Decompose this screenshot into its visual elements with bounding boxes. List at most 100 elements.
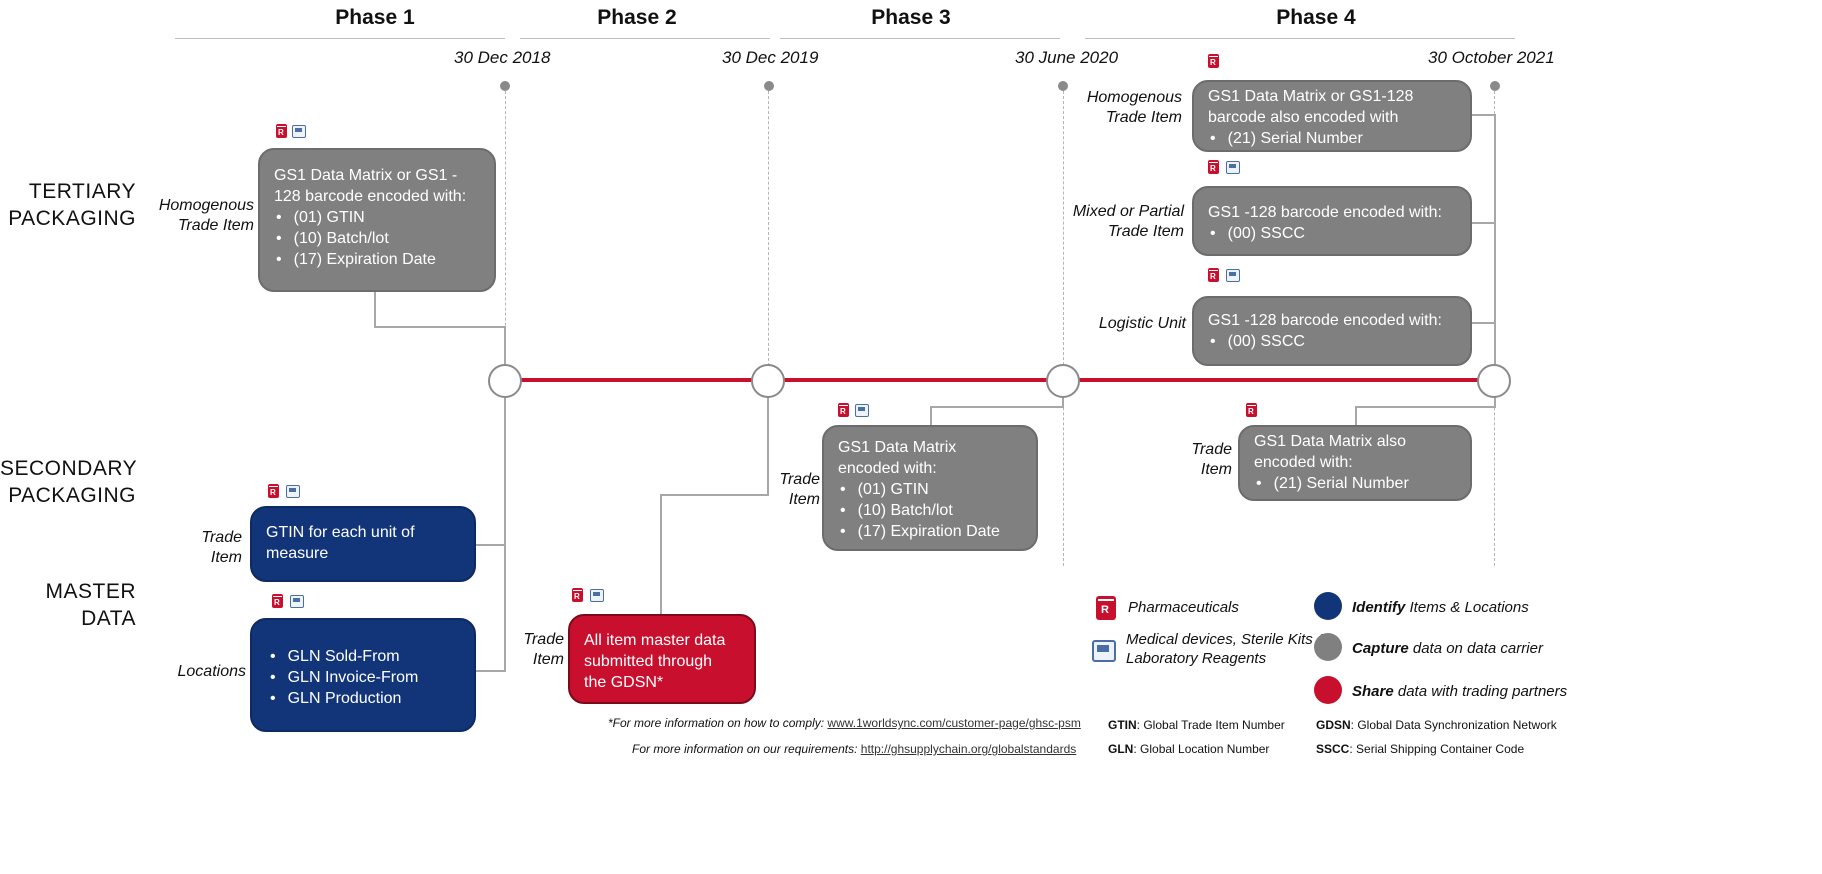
rx-pharmaceutical-icon (1208, 268, 1219, 282)
milestone-1-circle (488, 364, 522, 398)
p4-secondary-box: GS1 Data Matrix also encoded with: (21) … (1238, 425, 1472, 501)
rx-pharmaceutical-icon (572, 588, 583, 602)
rx-pharmaceutical-icon (1208, 54, 1219, 68)
milestone-4-dot (1490, 81, 1500, 91)
medical-device-icon (855, 404, 869, 417)
abbr-sep: : (1350, 718, 1358, 732)
side-label-line: Item (1200, 461, 1232, 478)
connector (660, 494, 662, 614)
box-text-line: encoded with: (838, 460, 937, 477)
connector (660, 494, 769, 496)
connector (476, 544, 506, 546)
date-phase-2: 30 Dec 2019 (722, 48, 819, 67)
phase-3-rule (780, 38, 1060, 39)
side-label-line: Trade Item (1107, 223, 1184, 240)
phase-3-header: Phase 3 (871, 6, 951, 29)
phase-1-rule (175, 38, 505, 39)
comply-link[interactable]: www.1worldsync.com/customer-page/ghsc-ps… (827, 716, 1081, 730)
medical-device-icon (290, 595, 304, 608)
date-phase-4: 30 October 2021 (1428, 48, 1555, 67)
abbr-key: SSCC (1316, 742, 1350, 756)
box-text-line: GS1 -128 barcode encoded with: (1208, 312, 1442, 329)
medical-device-icon (1226, 161, 1240, 174)
p1-tertiary-box: GS1 Data Matrix or GS1 - 128 barcode enc… (258, 148, 496, 292)
medical-device-icon (590, 589, 604, 602)
connector (1494, 396, 1496, 408)
requirements-link[interactable]: http://ghsupplychain.org/globalstandards (860, 742, 1077, 756)
list-item: GLN Sold-From (268, 646, 460, 667)
medical-device-icon (292, 125, 306, 138)
connector (1494, 114, 1496, 364)
footnote-prefix: *For more information on how to comply: (608, 716, 828, 730)
list-item: (01) GTIN (838, 479, 1022, 500)
legend-emphasis: Share (1352, 683, 1394, 700)
connector (1355, 406, 1496, 408)
connector (476, 670, 506, 672)
row-label-line: TERTIARY (28, 180, 136, 203)
p3-secondary-side-label: Trade Item (756, 470, 820, 510)
legend-emphasis: Capture (1352, 640, 1409, 657)
milestone-3-circle (1046, 364, 1080, 398)
side-label-line: Item (532, 651, 564, 668)
date-phase-3: 30 June 2020 (1015, 48, 1119, 67)
p1-locations-box: GLN Sold-From GLN Invoice-From GLN Produ… (250, 618, 476, 732)
box-text-line: barcode also encoded with (1208, 109, 1399, 126)
connector (374, 326, 506, 328)
side-label-line: Item (210, 549, 242, 566)
box-text-line: measure (266, 545, 329, 562)
rx-pharmaceutical-icon (272, 594, 283, 608)
side-label-line: Mixed or Partial (1072, 203, 1184, 220)
row-label-line: MASTER (45, 580, 136, 603)
p1-trade-box: GTIN for each unit of measure (250, 506, 476, 582)
list-item: (01) GTIN (274, 207, 480, 228)
list-item: GLN Production (268, 688, 460, 709)
p3-secondary-box: GS1 Data Matrix encoded with: (01) GTIN … (822, 425, 1038, 551)
abbr-sep: : (1349, 742, 1357, 756)
legend-rx-pharmaceutical-icon (1096, 596, 1116, 620)
list-item: (00) SSCC (1208, 331, 1456, 352)
legend-pharmaceuticals: Pharmaceuticals (1128, 599, 1239, 616)
abbr-value: Global Data Synchronization Network (1357, 718, 1557, 732)
box-text-line: GS1 Data Matrix (838, 439, 957, 456)
footnote-requirements: For more information on our requirements… (632, 742, 1076, 756)
date-phase-1: 30 Dec 2018 (454, 48, 551, 67)
side-label-line: Trade (201, 529, 242, 546)
p4-mixed-side-label: Mixed or Partial Trade Item (1050, 202, 1184, 242)
list-item: (10) Batch/lot (274, 228, 480, 249)
legend-emphasis: Identify (1352, 599, 1406, 616)
connector (1472, 322, 1496, 324)
milestone-2-guide (768, 86, 769, 371)
abbr-sscc: SSCC: Serial Shipping Container Code (1316, 742, 1524, 756)
p4-logistic-side-label: Logistic Unit (1098, 315, 1186, 332)
box-text-line: GTIN for each unit of (266, 524, 415, 541)
phase-4-header: Phase 4 (1276, 6, 1356, 29)
abbr-sep: : (1133, 742, 1141, 756)
list-item: (17) Expiration Date (838, 521, 1022, 542)
connector (767, 396, 769, 496)
legend-share-swatch (1314, 676, 1342, 704)
connector (1355, 406, 1357, 426)
list-item: (10) Batch/lot (838, 500, 1022, 521)
list-item: (21) Serial Number (1208, 128, 1456, 149)
p4-logistic-box: GS1 -128 barcode encoded with: (00) SSCC (1192, 296, 1472, 366)
p4-mixed-box: GS1 -128 barcode encoded with: (00) SSCC (1192, 186, 1472, 256)
medical-device-icon (1226, 269, 1240, 282)
p1-tertiary-side-label: Homogenous Trade Item (140, 196, 254, 236)
legend-rest: Items & Locations (1405, 599, 1529, 616)
rx-pharmaceutical-icon (1246, 403, 1257, 417)
legend-line: Laboratory Reagents (1126, 650, 1267, 667)
connector (1062, 396, 1064, 408)
legend-share: Share data with trading partners (1352, 682, 1567, 701)
abbr-key: GLN (1108, 742, 1134, 756)
rx-pharmaceutical-icon (1208, 160, 1219, 174)
side-label-line: Item (788, 491, 820, 508)
abbr-key: GDSN (1316, 718, 1351, 732)
footnote-prefix: For more information on our requirements… (632, 742, 861, 756)
row-label-line: SECONDARY (0, 457, 138, 480)
box-text-line: GS1 -128 barcode encoded with: (1208, 204, 1442, 221)
box-text-line: GS1 Data Matrix or GS1 - (274, 167, 458, 184)
side-label-line: Trade (523, 631, 564, 648)
abbr-gtin: GTIN: Global Trade Item Number (1108, 718, 1285, 732)
abbr-key: GTIN (1108, 718, 1137, 732)
side-label-line: Homogenous (158, 197, 254, 214)
